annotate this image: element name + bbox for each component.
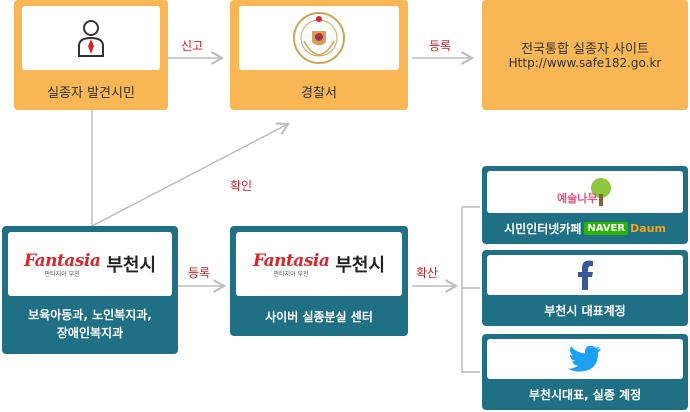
node-twitter: 부천시대표, 실종 계정: [482, 334, 688, 410]
police-emblem-panel: [239, 6, 399, 70]
branch-bracket: [461, 206, 480, 373]
person-icon: [78, 20, 104, 57]
welfare-label-line2: 장애인복지과: [56, 326, 124, 340]
node-welfare: Fantasia 판타지아 부천 부천시 보육아동과, 노인복지과, 장애인복지…: [2, 226, 178, 354]
police-label: 경찰서: [301, 86, 337, 101]
facebook-icon[interactable]: [575, 260, 595, 290]
node-cyber-center: Fantasia 판타지아 부천 부천시 사이버 실종분실 센터: [230, 226, 408, 336]
cafe-logo-panel: 예술나무: [487, 171, 683, 213]
node-citizen: 실종자 발견시민: [14, 0, 168, 110]
cafe-label: 시민인터넷카페: [504, 222, 582, 236]
bucheon-logo: Fantasia 판타지아 부천 부천시: [236, 232, 402, 296]
edge-label-register-cyber: 등록: [188, 266, 211, 280]
citizen-icon-panel: [22, 6, 160, 70]
tree-logo-text: 예술나무: [557, 191, 597, 205]
fantasia-wordmark: Fantasia: [23, 250, 101, 271]
edge-label-report: 신고: [181, 39, 204, 53]
node-internet-cafe: 예술나무 시민인터넷카페 NAVER Daum: [482, 166, 688, 244]
edge-label-register-national: 등록: [429, 39, 452, 53]
city-name: 부천시: [106, 255, 157, 276]
fantasia-subtext: 판타지아 부천: [273, 270, 309, 278]
facebook-logo-panel: [487, 255, 683, 295]
twitter-label: 부천시대표, 실종 계정: [528, 388, 642, 402]
node-national-site: 전국통합 실종자 사이트 Http://www.safe182.go.kr: [482, 0, 688, 110]
bucheon-logo: Fantasia 판타지아 부천 부천시: [8, 232, 172, 296]
node-facebook: 부천시 대표계정: [482, 250, 688, 326]
cafe-label-row: 시민인터넷카페 NAVER Daum: [482, 220, 688, 237]
daum-badge[interactable]: Daum: [630, 222, 666, 235]
citizen-label: 실종자 발견시민: [47, 86, 135, 101]
arrow-confirm: [91, 122, 290, 227]
fantasia-subtext: 판타지아 부천: [44, 270, 80, 278]
national-site-label: 전국통합 실종자 사이트: [521, 42, 649, 57]
naver-badge[interactable]: NAVER: [584, 222, 629, 235]
cyber-logo-panel: Fantasia 판타지아 부천 부천시: [236, 232, 402, 296]
node-police: 경찰서: [230, 0, 408, 110]
edge-label-confirm: 확인: [230, 179, 253, 193]
city-name: 부천시: [335, 255, 386, 276]
cyber-center-label: 사이버 실종분실 센터: [265, 310, 373, 324]
fantasia-wordmark: Fantasia: [252, 250, 330, 271]
edge-label-spread: 확산: [416, 266, 439, 280]
police-emblem-icon: [293, 12, 345, 64]
facebook-label: 부천시 대표계정: [544, 304, 626, 318]
welfare-logo-panel: Fantasia 판타지아 부천 부천시: [8, 232, 172, 296]
twitter-logo-panel: [487, 339, 683, 379]
welfare-label-line1: 보육아동과, 노인복지과,: [28, 308, 152, 322]
twitter-bird-icon[interactable]: [568, 345, 602, 373]
national-site-url[interactable]: Http://www.safe182.go.kr: [508, 56, 662, 70]
tree-icon: 예술나무: [557, 178, 611, 206]
